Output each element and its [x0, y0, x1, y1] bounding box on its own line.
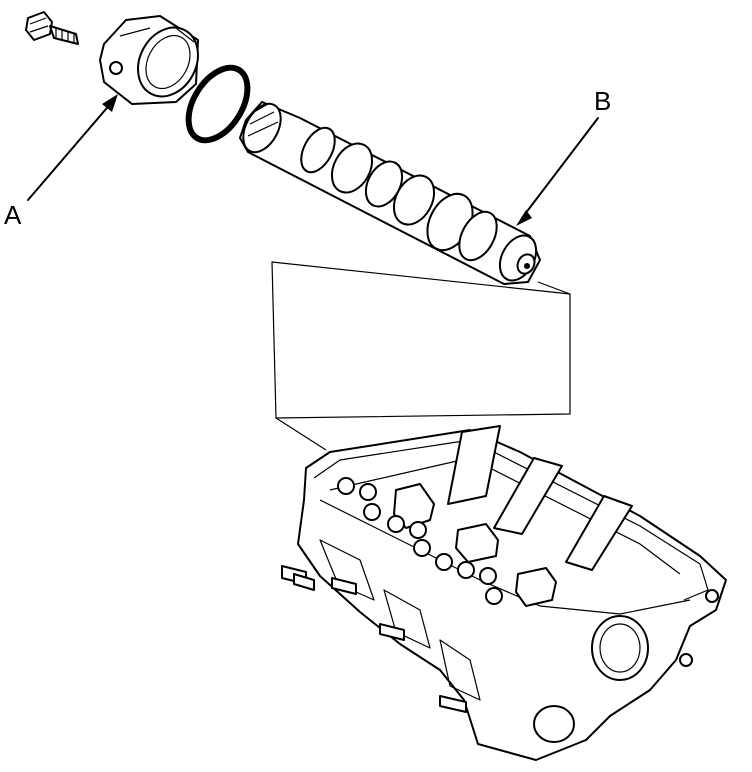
cylinder-head: [281, 425, 727, 761]
leader-arrow-b: [516, 117, 599, 226]
camshaft-holder: [99, 15, 199, 105]
alignment-plane: [271, 261, 571, 451]
leader-arrow-a: [27, 94, 118, 201]
callout-a: A: [4, 200, 22, 230]
callout-b: B: [594, 86, 611, 116]
o-ring: [185, 64, 251, 144]
camshaft: [239, 101, 541, 285]
bolt: [25, 11, 79, 45]
